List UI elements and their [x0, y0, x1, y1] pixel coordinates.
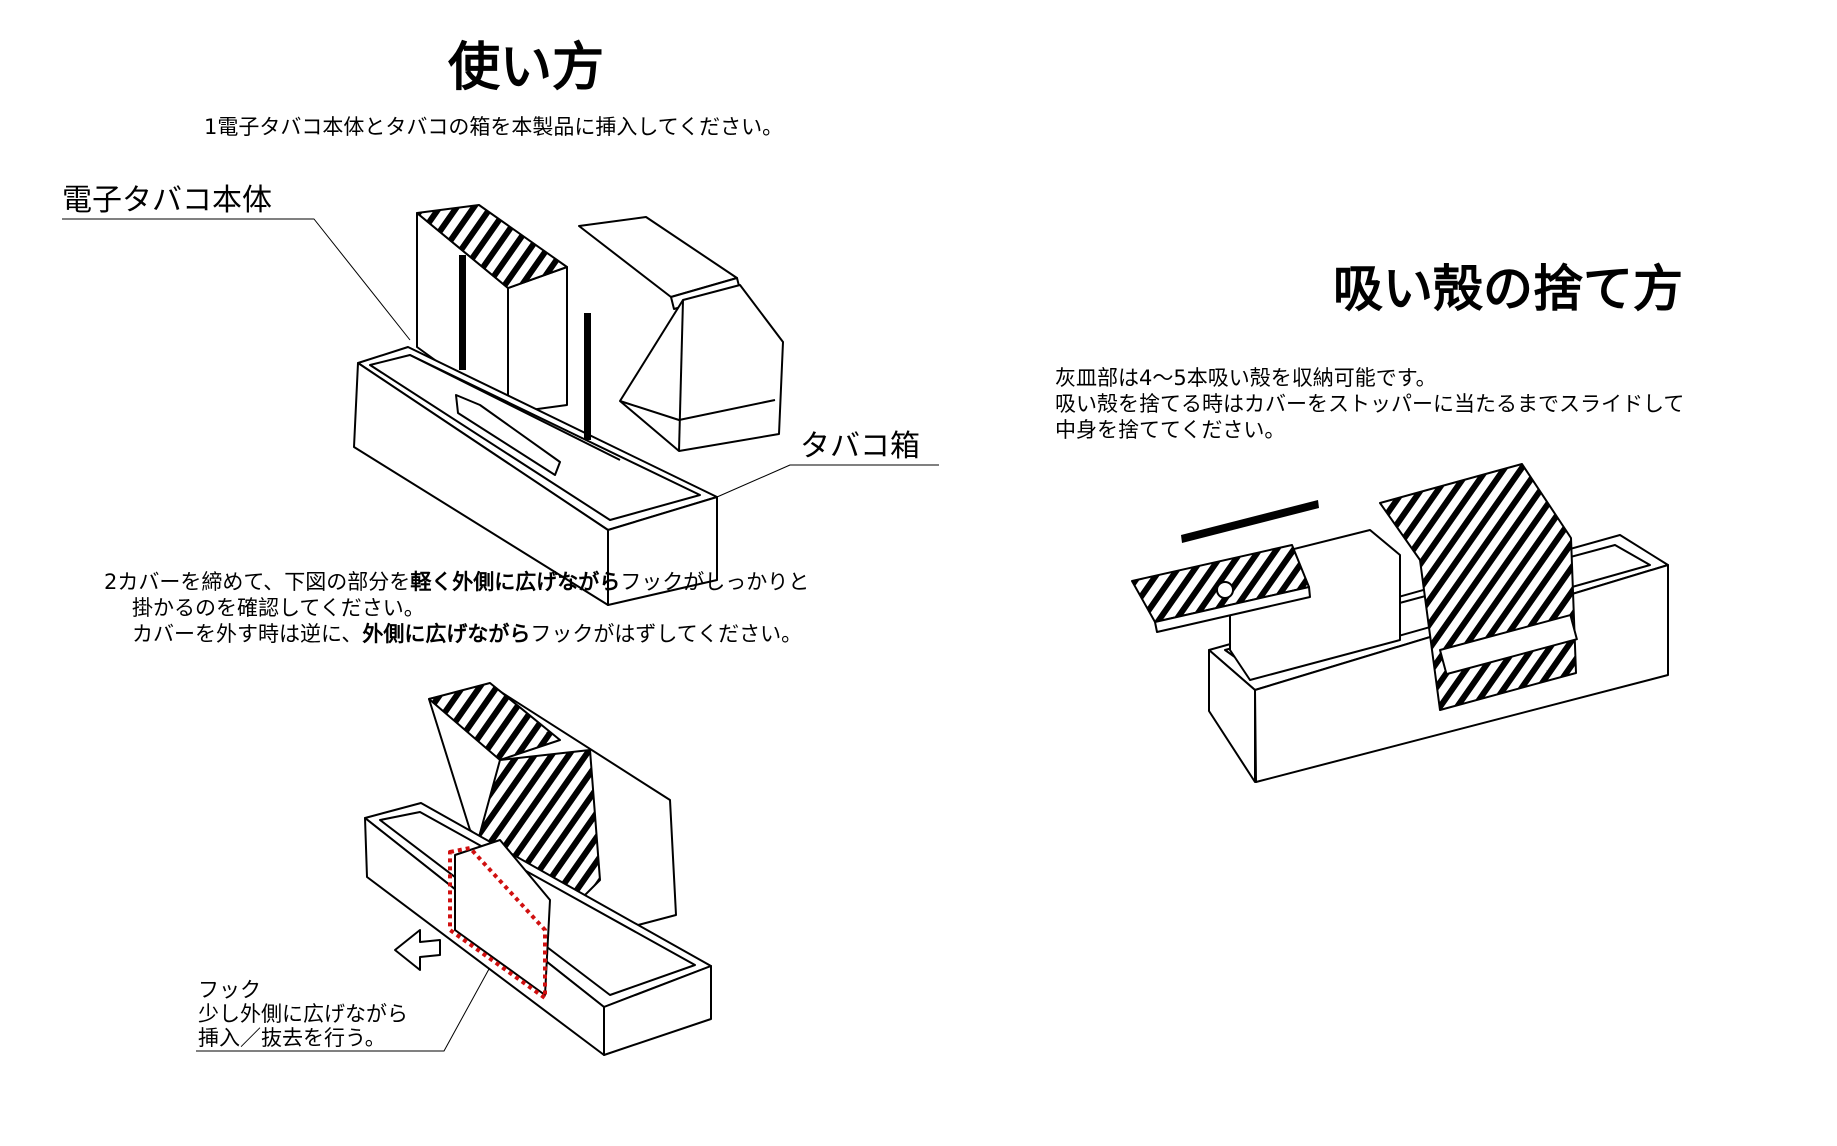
figure-disposal — [1131, 463, 1669, 783]
step2-line2: 掛かるのを確認してください。 — [132, 596, 425, 620]
step2-line3-b: フックがはずしてください。 — [530, 622, 803, 646]
ecig-body-top — [416, 204, 568, 289]
arrow-outward-icon — [394, 929, 441, 971]
usage-title: 使い方 — [448, 38, 605, 98]
hook-label: フック 少し外側に広げながら 挿入／抜去を行う。 — [198, 978, 408, 1050]
step2-text: 2カバーを締めて、下図の部分を軽く外側に広げながらフックがしっかりと 掛かるのを… — [104, 572, 809, 650]
disposal-line3: 中身を捨ててください。 — [1055, 418, 1286, 442]
disposal-title: 吸い殻の捨て方 — [1333, 260, 1683, 318]
tray2-end — [603, 965, 712, 1056]
step1-text: 1電子タバコ本体とタバコの箱を本製品に挿入してください。 — [204, 115, 784, 139]
leader-box — [716, 464, 939, 498]
label-cigarette-box: タバコ箱 — [800, 429, 920, 464]
hook-label-line1: フック — [198, 978, 261, 1002]
cover-front — [454, 839, 551, 996]
disposal-line2: 吸い殻を捨てる時はカバーをストッパーに当たるまでスライドして — [1055, 392, 1685, 416]
disposal-line1: 灰皿部は4～5本吸い殻を収納可能です。 — [1055, 366, 1437, 390]
step2-line1-a: 2カバーを締めて、下図の部分を — [104, 570, 411, 594]
hook-label-line2: 少し外側に広げながら — [198, 1002, 408, 1026]
arrow-ecig — [459, 255, 466, 370]
step2-line3-bold: 外側に広げながら — [362, 622, 531, 646]
label-ecig-body: 電子タバコ本体 — [62, 183, 272, 218]
disposal-text: 灰皿部は4～5本吸い殻を収納可能です。 吸い殻を捨てる時はカバーをストッパーに当… — [1055, 368, 1684, 446]
hook-highlight — [448, 846, 547, 1000]
step2-line1: 2カバーを締めて、下図の部分を軽く外側に広げながらフックがしっかりと — [104, 572, 809, 598]
hook-label-line3: 挿入／抜去を行う。 — [198, 1026, 386, 1050]
step2-line3-a: カバーを外す時は逆に、 — [132, 622, 363, 646]
leader-hook — [196, 968, 490, 1052]
leader-ecig — [62, 218, 411, 341]
step2-line3: カバーを外す時は逆に、外側に広げながらフックがはずしてください。 — [104, 624, 809, 650]
slide-arrow — [1181, 500, 1319, 543]
arrow-box — [584, 313, 591, 440]
tray-end — [607, 496, 718, 606]
body-top — [428, 682, 561, 761]
figure-cover-hook — [196, 682, 712, 1056]
cigarette-box — [619, 284, 784, 452]
figure-insert-device — [62, 204, 939, 606]
step2-line1-b: フックがしっかりと — [620, 570, 810, 594]
step2-line1-bold: 軽く外側に広げながら — [410, 570, 621, 594]
